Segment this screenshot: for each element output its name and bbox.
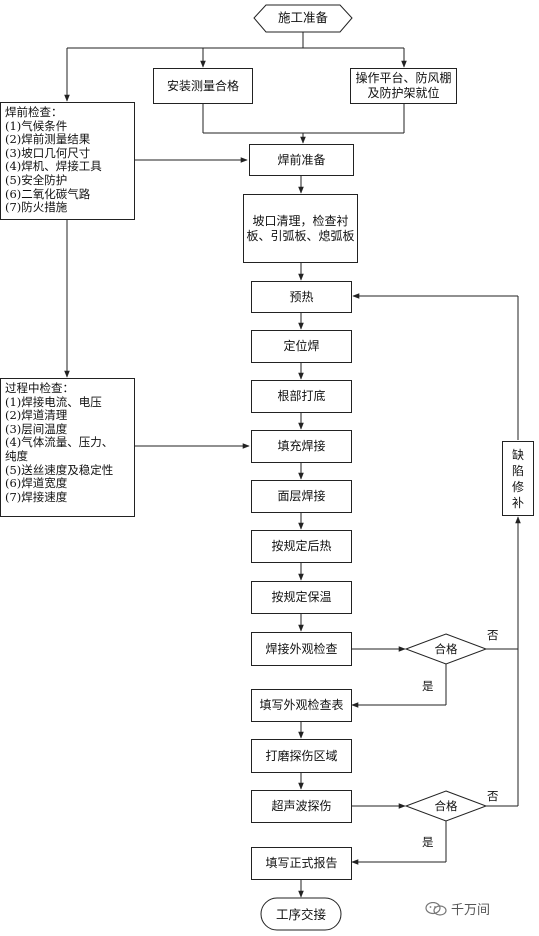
in-process-check-item: 纯度 bbox=[5, 448, 28, 463]
in-process-check-item: (4)气体流量、压力、 bbox=[5, 435, 114, 450]
measurement-ok-box: 安装测量合格 bbox=[153, 68, 253, 104]
visual-record-label: 填写外观检查表 bbox=[259, 698, 344, 712]
end-node-label: 工序交接 bbox=[275, 907, 326, 922]
decision-1-label: 合格 bbox=[434, 642, 458, 656]
visual-record-box: 填写外观检查表 bbox=[251, 689, 352, 722]
bevel-clean-box: 坡口清理，检查衬 板、引弧板、熄弧板 bbox=[243, 194, 358, 263]
defect-repair-char: 补 bbox=[511, 495, 524, 510]
pre-weld-check-item: (3)坡口几何尺寸 bbox=[5, 145, 91, 160]
in-process-check-item: (5)送丝速度及稳定性 bbox=[5, 462, 114, 477]
pre-weld-check-item: (2)焊前测量结果 bbox=[5, 132, 91, 147]
fill-weld-label: 填充焊接 bbox=[277, 439, 326, 453]
start-node-label: 施工准备 bbox=[277, 10, 328, 25]
defect-repair-char: 修 bbox=[511, 479, 524, 494]
post-heat-box: 按规定后热 bbox=[251, 530, 352, 563]
wechat-icon bbox=[425, 901, 447, 916]
ultrasonic-test-box: 超声波探伤 bbox=[251, 790, 352, 823]
pre-weld-check-title: 焊前检查： bbox=[5, 105, 63, 119]
end-node-shape bbox=[260, 897, 342, 931]
in-process-check-item: (2)焊道清理 bbox=[5, 408, 68, 423]
platform-ready-line-1: 操作平台、防风棚 bbox=[355, 71, 452, 85]
decision-2-no-label: 否 bbox=[487, 789, 499, 803]
visual-inspection-label: 焊接外观检查 bbox=[265, 641, 338, 656]
tack-weld-box: 定位焊 bbox=[251, 330, 352, 363]
root-pass-label: 根部打底 bbox=[277, 389, 326, 403]
pre-weld-check-item: (6)二氧化碳气路 bbox=[5, 186, 91, 201]
grind-area-box: 打磨探伤区域 bbox=[251, 739, 352, 773]
insulation-box: 按规定保温 bbox=[251, 581, 352, 614]
platform-ready-box: 操作平台、防风棚 及防护架就位 bbox=[350, 68, 457, 104]
cap-weld-box: 面层焊接 bbox=[251, 480, 352, 513]
pre-weld-check-item: (7)防火措施 bbox=[5, 200, 68, 215]
root-pass-box: 根部打底 bbox=[251, 380, 352, 413]
defect-repair-char: 陷 bbox=[511, 463, 524, 478]
in-process-check-title: 过程中检查： bbox=[5, 381, 74, 395]
preheat-label: 预热 bbox=[289, 289, 314, 304]
in-process-check-item: (3)层间温度 bbox=[5, 421, 68, 436]
grind-area-label: 打磨探伤区域 bbox=[265, 748, 338, 763]
bevel-clean-line-1: 坡口清理，检查衬 bbox=[252, 213, 349, 228]
final-report-box: 填写正式报告 bbox=[251, 847, 352, 880]
decision-2-label: 合格 bbox=[434, 799, 458, 813]
tack-weld-label: 定位焊 bbox=[283, 339, 320, 353]
pre-weld-check-list: 焊前检查： (1)气候条件 (2)焊前测量结果 (3)坡口几何尺寸 (4)焊机、… bbox=[0, 102, 135, 220]
in-process-check-item: (1)焊接电流、电压 bbox=[5, 394, 102, 409]
start-node-shape bbox=[253, 4, 353, 33]
fill-weld-box: 填充焊接 bbox=[251, 430, 352, 463]
watermark-text: 千万间 bbox=[451, 903, 491, 918]
decision-1-no-label: 否 bbox=[487, 628, 499, 642]
pre-weld-check-item: (4)焊机、焊接工具 bbox=[5, 159, 102, 174]
insulation-label: 按规定保温 bbox=[271, 590, 332, 604]
preheat-box: 预热 bbox=[251, 281, 352, 313]
decision-2-yes-label: 是 bbox=[422, 835, 434, 849]
bevel-clean-line-2: 板、引弧板、熄弧板 bbox=[246, 228, 355, 243]
pre-weld-check-item: (5)安全防护 bbox=[5, 172, 68, 187]
final-report-label: 填写正式报告 bbox=[265, 856, 338, 870]
decision-1-yes-label: 是 bbox=[422, 679, 434, 693]
cap-weld-label: 面层焊接 bbox=[277, 489, 326, 503]
defect-repair-char: 缺 bbox=[511, 447, 524, 462]
platform-ready-line-2: 及防护架就位 bbox=[367, 86, 440, 100]
in-process-check-item: (7)焊接速度 bbox=[5, 489, 68, 504]
watermark: 千万间 bbox=[425, 899, 490, 918]
defect-repair-box: 缺 陷 修 补 bbox=[502, 441, 534, 516]
pre-weld-check-item: (1)气候条件 bbox=[5, 118, 68, 133]
in-process-check-item: (6)焊道宽度 bbox=[5, 476, 68, 491]
ultrasonic-test-label: 超声波探伤 bbox=[271, 799, 332, 813]
weld-prep-box: 焊前准备 bbox=[249, 144, 354, 176]
visual-inspection-box: 焊接外观检查 bbox=[251, 632, 352, 666]
in-process-check-list: 过程中检查： (1)焊接电流、电压 (2)焊道清理 (3)层间温度 (4)气体流… bbox=[0, 378, 135, 517]
measurement-ok-label: 安装测量合格 bbox=[166, 78, 239, 93]
post-heat-label: 按规定后热 bbox=[271, 539, 332, 553]
weld-prep-label: 焊前准备 bbox=[277, 152, 326, 167]
